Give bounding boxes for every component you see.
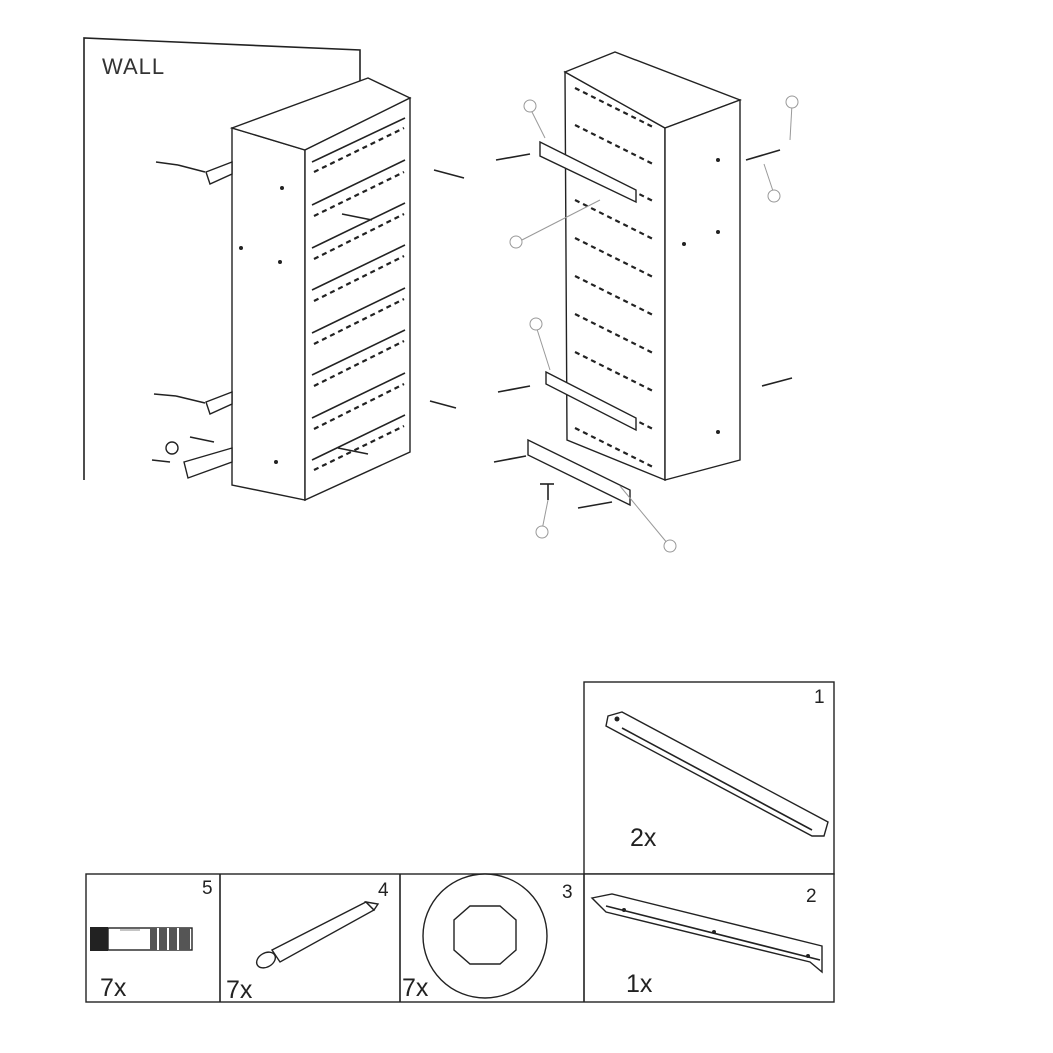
wall-label: WALL	[102, 54, 165, 79]
part-1-cell: 1 2x	[605, 687, 829, 852]
rails-right	[527, 140, 637, 507]
short-rail-drawing	[590, 893, 823, 974]
part-3-cell: 3 7x	[402, 873, 573, 1002]
wall-fixings-left	[151, 160, 465, 479]
wall-outline	[83, 37, 361, 480]
long-rail-drawing	[605, 711, 829, 837]
parts-list: 1 2x 2 1x 3	[85, 681, 835, 1004]
back-assembly-view	[493, 51, 799, 553]
part-2-quantity: 1x	[626, 970, 653, 998]
part-5-cell: 5 7x	[90, 878, 213, 1002]
part-1-quantity: 2x	[630, 824, 657, 852]
screws-right	[493, 149, 793, 509]
shelf-holes-right	[574, 87, 656, 469]
washer-drawing	[422, 873, 548, 999]
shelves-left	[311, 117, 406, 471]
bookcase-right	[563, 51, 742, 482]
wall-plug-drawing	[90, 927, 193, 951]
part-2-cell: 2 1x	[590, 886, 823, 998]
part-2-number: 2	[806, 886, 817, 907]
callouts-right	[509, 95, 799, 553]
part-4-cell: 4 7x	[226, 880, 389, 1004]
part-3-quantity: 7x	[402, 974, 429, 1002]
part-5-quantity: 7x	[100, 974, 127, 1002]
bookcase-left	[229, 77, 412, 502]
wall-assembly-view: WALL	[83, 37, 465, 502]
part-4-quantity: 7x	[226, 976, 253, 1004]
part-1-number: 1	[814, 687, 825, 708]
screw-drawing	[255, 900, 380, 969]
part-3-number: 3	[562, 882, 573, 903]
part-5-number: 5	[202, 878, 213, 899]
part-4-number: 4	[378, 880, 389, 901]
